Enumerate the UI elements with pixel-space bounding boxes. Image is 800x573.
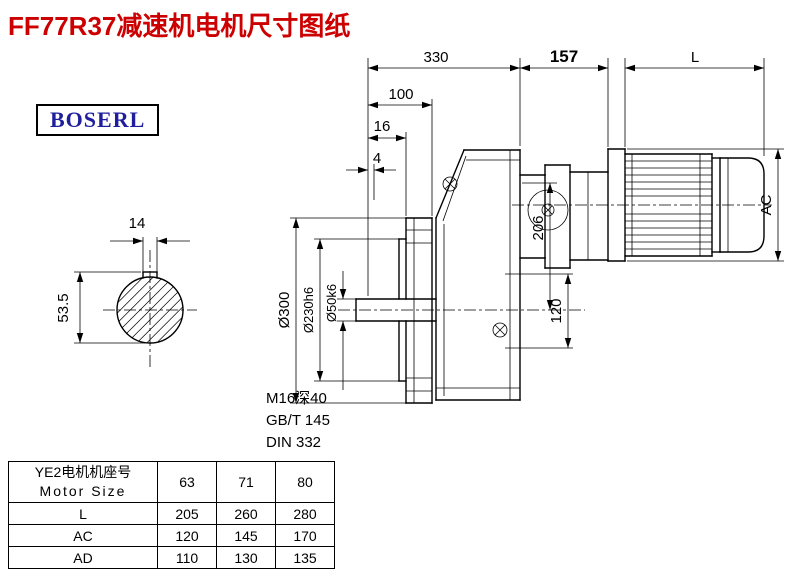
dim-120-label: 120 xyxy=(548,298,565,323)
dim-100-label: 100 xyxy=(388,86,413,103)
hatch-lines xyxy=(116,276,184,344)
page-title: FF77R37减速机电机尺寸图纸 xyxy=(8,11,351,41)
part-outlines xyxy=(116,148,765,404)
header-line-cn: YE2电机机座号 xyxy=(34,464,132,481)
dim-16-label: 16 xyxy=(374,118,391,135)
row-AC-value-80: 170 xyxy=(275,524,335,547)
bolt-symbols xyxy=(442,176,555,338)
dim-157-label: 157 xyxy=(550,47,578,66)
size-80-cell: 80 xyxy=(275,461,335,503)
dim-AC-label: AC xyxy=(758,194,775,215)
size-71-cell: 71 xyxy=(216,461,276,503)
row-L-label: L xyxy=(8,502,158,525)
row-AD-value-63: 110 xyxy=(157,546,217,569)
table-header-row: YE2电机机座号 Motor Size 63 71 80 xyxy=(8,461,335,503)
row-AD-label: AD xyxy=(8,546,158,569)
dim-14-label: 14 xyxy=(129,215,146,232)
row-L-value-80: 280 xyxy=(275,502,335,525)
note-m16: M16深40 xyxy=(266,390,327,407)
dim-dia300-label: Ø300 xyxy=(276,292,293,329)
table-row-AD: AD 110 130 135 xyxy=(8,546,335,569)
note-din: DIN 332 xyxy=(266,434,321,451)
row-AD-value-71: 130 xyxy=(216,546,276,569)
dim-dia50-label: Ø50k6 xyxy=(324,284,339,322)
dim-4-label: 4 xyxy=(373,150,381,167)
dim-L-label: L xyxy=(691,49,699,66)
center-lines xyxy=(103,204,772,368)
row-AC-value-71: 145 xyxy=(216,524,276,547)
dim-206-label: 206 xyxy=(530,215,547,240)
row-L-value-71: 260 xyxy=(216,502,276,525)
row-AC-label: AC xyxy=(8,524,158,547)
row-AD-value-80: 135 xyxy=(275,546,335,569)
row-L-value-63: 205 xyxy=(157,502,217,525)
table-row-AC: AC 120 145 170 xyxy=(8,524,335,547)
note-gbt: GB/T 145 xyxy=(266,412,330,429)
dimension-lines xyxy=(74,58,784,404)
motor-size-table: YE2电机机座号 Motor Size 63 71 80 L 205 260 2… xyxy=(8,461,335,569)
header-line-en: Motor Size xyxy=(39,483,127,499)
size-63-cell: 63 xyxy=(157,461,217,503)
dim-dia230-label: Ø230h6 xyxy=(301,287,316,333)
table-row-L: L 205 260 280 xyxy=(8,502,335,525)
technical-drawing: 330 157 L 100 16 4 14 53.5 Ø300 Ø230h6 Ø… xyxy=(55,47,784,451)
dim-330-label: 330 xyxy=(423,49,448,66)
dim-53-5-label: 53.5 xyxy=(55,293,72,322)
row-AC-value-63: 120 xyxy=(157,524,217,547)
header-motor-size-cell: YE2电机机座号 Motor Size xyxy=(8,461,158,503)
brand-logo: BOSERL xyxy=(36,104,160,136)
